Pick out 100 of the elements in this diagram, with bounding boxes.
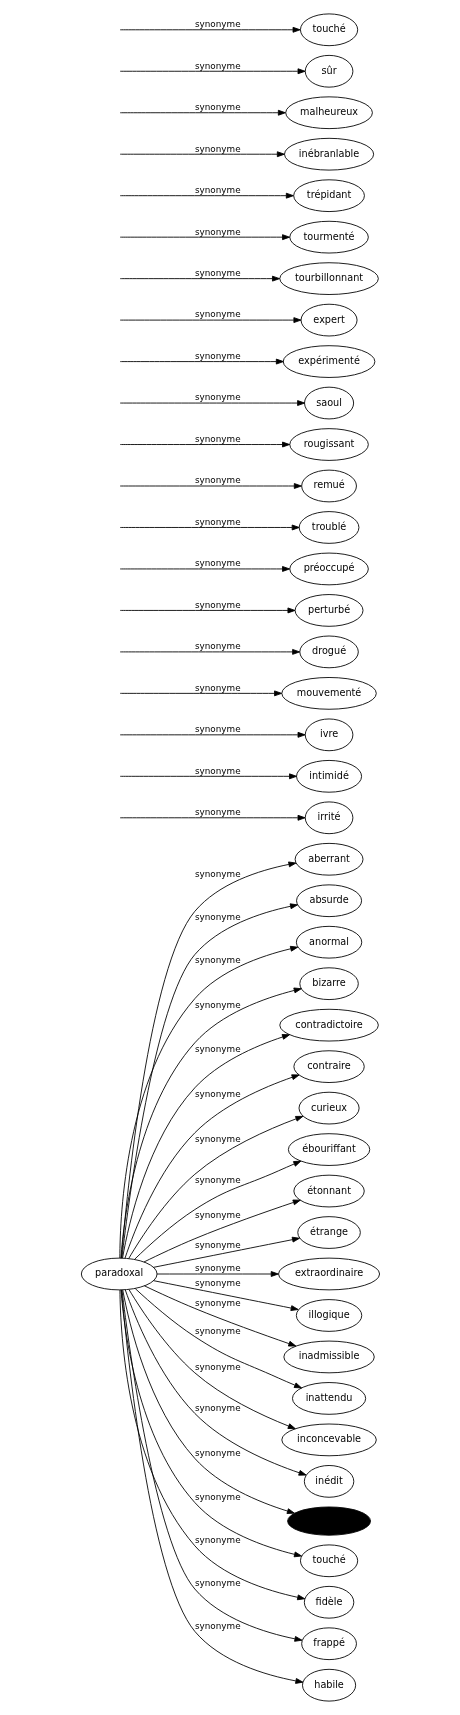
node-ellipse: expert [300,303,357,337]
arrow [156,1271,279,1277]
node-ellipse: troublé [298,511,359,544]
edge-label: synonyme [194,516,241,527]
edge-label: synonyme [194,724,241,735]
arrow [124,1074,300,1259]
edge-label: synonyme [194,1043,241,1054]
edge-label: synonyme [194,1297,241,1308]
arrow [121,1289,295,1514]
edge-label: synonyme [194,475,241,486]
node-ellipse: fidèle [303,1585,354,1619]
node-ellipse: illogique [295,1299,362,1332]
edge-label: synonyme [194,267,241,278]
arrow [119,275,280,282]
edge-label: synonyme [194,1362,241,1373]
edge-label: synonyme [194,1278,241,1289]
arrow [124,1289,307,1476]
arrow [119,109,286,116]
edge-label: synonyme [194,1578,241,1589]
node-ellipse: remué [300,469,357,503]
edge-label: synonyme [194,60,241,71]
node-ellipse: absurde [295,884,362,918]
edge-label: synonyme [194,1133,241,1144]
node-ellipse: tourmenté [288,220,369,254]
node-ellipse: touché [299,13,358,47]
node-ellipse: extraordinaire [277,1257,380,1291]
arrow [143,1199,301,1263]
node-ellipse: intimidé [295,760,362,793]
edge-label: synonyme [194,868,241,879]
node-ellipse: drogué [298,635,359,669]
edge-label: synonyme [194,599,241,610]
node-ellipse: touché [299,1544,358,1578]
arrow [119,607,295,614]
edge-label: synonyme [194,226,241,237]
edge-label: synonyme [194,955,241,966]
edge-label: synonyme [194,1263,241,1274]
node-ellipse: inébranlable [283,137,374,171]
arrow [119,524,300,531]
arrow [119,773,297,780]
arrow [119,400,305,406]
node-ellipse: rougissant [288,428,369,461]
arrow [128,1289,296,1430]
arrow [119,151,285,158]
edge-label: synonyme [194,1402,241,1413]
node-ellipse: malheureux [284,96,373,130]
arrow [119,26,301,33]
arrow [119,192,294,199]
arrow [127,1115,303,1259]
node-ellipse: tourbillonnant [278,262,379,295]
node-ellipse: mouvementé [280,677,377,710]
node-ellipse: étrange [296,1216,361,1249]
arrow [119,690,282,697]
node-ellipse: trépidant [292,179,365,212]
edge-label: synonyme [194,102,241,113]
edge-label: synonyme [194,185,241,196]
edge-label: synonyme [194,1175,241,1186]
arrow [119,566,290,572]
node-ellipse: expérimenté [282,345,375,378]
edge-label: synonyme [194,641,241,652]
edge-label: synonyme [194,1620,241,1631]
arrow [134,1288,302,1389]
edge-label: synonyme [194,143,241,154]
arrow [120,1289,302,1558]
node-ellipse: habile [301,1668,356,1702]
arrow [121,1034,290,1259]
node-ellipse: saoul [303,386,354,420]
edge-label: synonyme [194,1535,241,1546]
edge-label: synonyme [194,999,241,1010]
arrow [119,483,302,489]
edge-label: synonyme [194,1326,241,1337]
edge-label: synonyme [194,1239,241,1250]
edge-label: synonyme [194,309,241,320]
arrow [120,987,302,1259]
arrow [133,1160,301,1260]
arrow [152,1236,300,1268]
arrow [119,441,290,448]
arrow [119,814,305,821]
arrow [119,68,305,75]
node-ellipse: bizarre [298,967,359,1000]
node-ellipse: curieux [298,1091,360,1125]
node-ellipse: irrité [304,801,353,835]
edge-label: synonyme [194,1447,241,1458]
arrow [152,1280,299,1311]
arrow [119,317,301,323]
node-ellipse: sûr [304,54,353,88]
edge-label: synonyme [194,392,241,403]
edge-label: synonyme [194,433,241,444]
node-ellipse: perturbé [294,594,363,627]
edge-label: synonyme [194,807,241,818]
edge-label: synonyme [194,682,241,693]
node-ellipse: aberrant [294,842,363,876]
arrow [119,731,305,738]
arrow [143,1285,296,1347]
node-ellipse: ivre [304,718,353,752]
edge-label: synonyme [194,1210,241,1221]
arrow [119,358,284,365]
edge-label: synonyme [194,350,241,361]
node-ellipse: inédit [303,1465,354,1498]
edge-label: synonyme [194,1088,241,1099]
edge-label: synonyme [194,19,241,30]
